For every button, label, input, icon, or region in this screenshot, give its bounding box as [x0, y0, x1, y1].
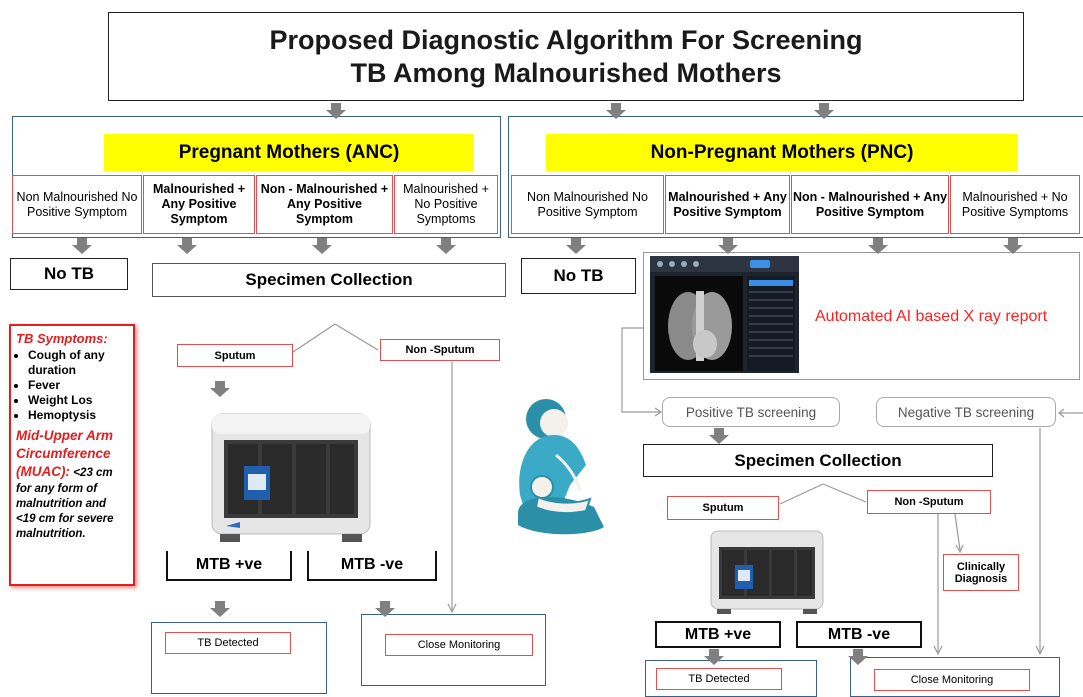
anc-category: Malnourished + Any Positive Symptom	[143, 175, 255, 234]
anc-sputum-box: Sputum	[177, 344, 293, 367]
muac-text: <23 cm for any form of malnutrition and …	[16, 467, 114, 540]
anc-header: Pregnant Mothers (ANC)	[104, 134, 474, 171]
chest-xray-icon	[650, 256, 799, 373]
symptoms-list: Cough of any duration Fever Weight Los H…	[16, 348, 128, 423]
pnc-non-sputum-box: Non -Sputum	[867, 490, 991, 514]
genexpert-machine-icon	[707, 527, 827, 617]
anc-specimen-collection: Specimen Collection	[152, 263, 506, 297]
pnc-mtb-positive: MTB +ve	[655, 621, 781, 648]
anc-tb-detected: TB Detected	[165, 632, 291, 654]
pnc-header: Non-Pregnant Mothers (PNC)	[546, 134, 1018, 171]
anc-category: Non Malnourished No Positive Symptom	[12, 175, 142, 234]
pnc-category: Malnourished + Any Positive Symptom	[665, 175, 790, 234]
anc-close-monitoring: Close Monitoring	[385, 634, 533, 656]
down-arrow-icon	[72, 103, 1023, 665]
genexpert-machine-icon	[206, 408, 376, 548]
pnc-sputum-box: Sputum	[667, 496, 779, 520]
anc-category: Non - Malnourished + Any Positive Sympto…	[256, 175, 393, 234]
pnc-mtb-negative: MTB -ve	[796, 621, 922, 648]
symptom-item: Fever	[28, 378, 128, 393]
positive-screening-box: Positive TB screening	[662, 397, 840, 427]
page-title: Proposed Diagnostic Algorithm For Screen…	[108, 12, 1024, 101]
pnc-category: Non Malnourished No Positive Symptom	[511, 175, 664, 234]
symptom-item: Weight Los	[28, 393, 128, 408]
symptom-item: Cough of any duration	[28, 348, 128, 378]
anc-non-sputum-box: Non -Sputum	[380, 339, 500, 361]
pnc-category: Malnourished + No Positive Symptoms	[950, 175, 1080, 234]
pnc-specimen-collection: Specimen Collection	[643, 444, 993, 477]
muac-heading: Mid-Upper Arm Circumference (MUAC):	[16, 428, 113, 479]
breastfeeding-mother-icon	[498, 395, 618, 543]
pnc-no-tb-box: No TB	[521, 258, 636, 294]
negative-screening-box: Negative TB screening	[876, 397, 1056, 427]
clinically-diagnosis-box: Clinically Diagnosis	[943, 554, 1019, 591]
ai-report-label: Automated AI based X ray report	[815, 308, 1048, 325]
symptom-item: Hemoptysis	[28, 408, 128, 423]
pnc-tb-detected: TB Detected	[656, 668, 782, 690]
pnc-category: Non - Malnourished + Any Positive Sympto…	[791, 175, 949, 234]
anc-no-tb-box: No TB	[10, 258, 128, 290]
anc-mtb-positive: MTB +ve	[166, 551, 292, 581]
pnc-panel	[508, 116, 1083, 238]
title-text: Proposed Diagnostic Algorithm For Screen…	[269, 24, 863, 88]
anc-category: Malnourished + No Positive Symptoms	[394, 175, 498, 234]
symptoms-heading: TB Symptoms:	[16, 331, 108, 346]
tb-symptoms-box: TB Symptoms: Cough of any duration Fever…	[9, 324, 135, 586]
pnc-close-monitoring: Close Monitoring	[874, 669, 1030, 691]
anc-mtb-negative: MTB -ve	[307, 551, 437, 581]
